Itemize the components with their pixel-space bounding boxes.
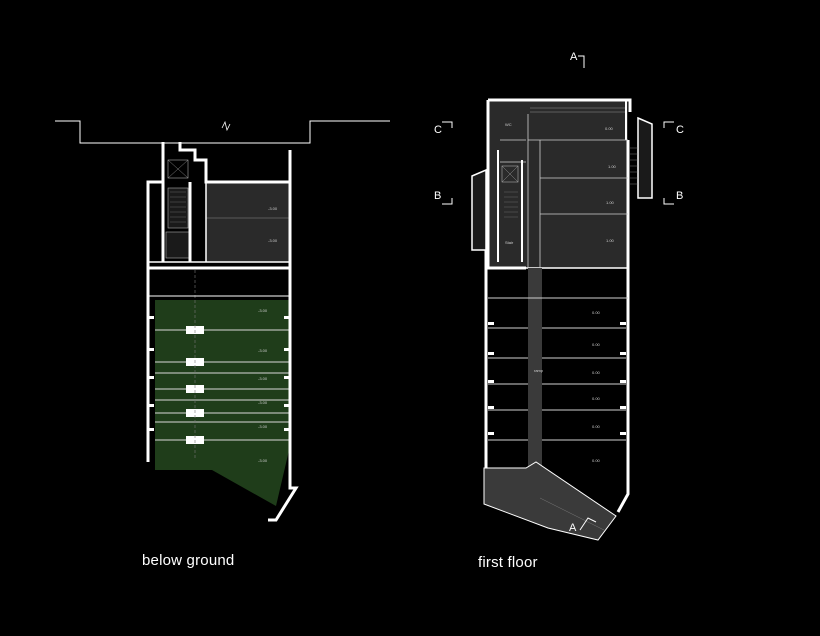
section-mark-a-bottom-bracket <box>579 517 597 531</box>
lower-ramp <box>483 461 617 541</box>
lift-core <box>167 159 189 179</box>
right-annex <box>637 116 653 199</box>
svg-text:-3.00: -3.00 <box>258 400 268 405</box>
wc-room <box>165 231 191 259</box>
svg-text:0.00: 0.00 <box>592 458 601 463</box>
first-floor-plan: 0.00 1.00 1.00 1.00 WC Stair <box>471 98 653 541</box>
section-mark-c-left-bracket <box>442 121 453 128</box>
unit-dividers <box>488 297 628 441</box>
ramp-fold <box>539 497 605 531</box>
below-ground-plan: -3.00 -3.00 <box>55 120 390 522</box>
green-room-lower <box>155 446 290 506</box>
break-mark <box>221 120 231 132</box>
unit-level-labels: 0.00 0.00 0.00 0.00 0.00 0.00 ramp <box>534 310 601 463</box>
section-mark-c-right: C <box>676 124 684 136</box>
stair-core <box>167 187 189 229</box>
left-annex <box>471 168 487 251</box>
ground-line-end <box>295 120 390 144</box>
section-mark-b-right: B <box>676 190 683 202</box>
svg-text:0.00: 0.00 <box>592 396 601 401</box>
svg-text:-3.00: -3.00 <box>258 376 268 381</box>
below-ground-caption: below ground <box>142 552 235 569</box>
svg-text:WC: WC <box>505 122 512 127</box>
svg-text:-3.00: -3.00 <box>258 424 268 429</box>
service-room <box>205 181 291 263</box>
upper-level-labels: 0.00 1.00 1.00 1.00 WC Stair <box>505 122 617 245</box>
section-mark-b-right-bracket <box>663 198 674 205</box>
window-band-top <box>530 107 625 113</box>
section-mark-a-top: A <box>570 51 578 63</box>
lift-core <box>501 165 519 183</box>
section-mark-a-top-bracket <box>578 55 585 68</box>
service-wall-details <box>148 182 290 263</box>
section-mark-b-left-bracket <box>442 198 453 205</box>
section-mark-b-left: B <box>434 190 441 202</box>
level-label: -3.00 <box>268 206 278 211</box>
svg-text:1.00: 1.00 <box>606 200 615 205</box>
stair-treads <box>504 191 518 218</box>
service-walls <box>146 142 292 270</box>
svg-text:0.00: 0.00 <box>592 310 601 315</box>
section-mark-a-bottom: A <box>569 522 577 534</box>
section-marks: A C C B B A <box>434 51 684 534</box>
lift-cross <box>501 165 519 183</box>
green-level-labels: -3.00 -3.00 -3.00 -3.00 -3.00 -3.00 <box>258 308 268 463</box>
svg-text:ramp: ramp <box>534 368 544 373</box>
section-mark-c-right-bracket <box>663 121 674 128</box>
first-floor-caption: first floor <box>478 554 538 571</box>
svg-text:-3.00: -3.00 <box>258 308 268 313</box>
svg-text:0.00: 0.00 <box>592 342 601 347</box>
level-label: -3.00 <box>268 238 278 243</box>
central-corridor <box>528 268 542 468</box>
upper-block <box>488 100 628 268</box>
svg-text:1.00: 1.00 <box>606 238 615 243</box>
stair-treads <box>170 191 186 223</box>
ground-line <box>55 120 105 144</box>
svg-text:-3.00: -3.00 <box>258 348 268 353</box>
bay-dividers <box>155 329 290 441</box>
svg-text:Stair: Stair <box>505 240 514 245</box>
svg-text:0.00: 0.00 <box>592 370 601 375</box>
lift-cross <box>167 159 189 179</box>
svg-text:0.00: 0.00 <box>605 126 614 131</box>
svg-text:-3.00: -3.00 <box>258 458 268 463</box>
upper-block-walls <box>486 98 632 270</box>
unit-wall-ticks <box>488 322 626 435</box>
upper-rooms <box>500 114 628 268</box>
wall-ticks <box>148 316 290 431</box>
right-stair-treads <box>630 147 638 185</box>
svg-text:0.00: 0.00 <box>592 424 601 429</box>
svg-text:1.00: 1.00 <box>608 164 617 169</box>
section-mark-c-left: C <box>434 124 442 136</box>
outer-walls <box>484 250 630 513</box>
